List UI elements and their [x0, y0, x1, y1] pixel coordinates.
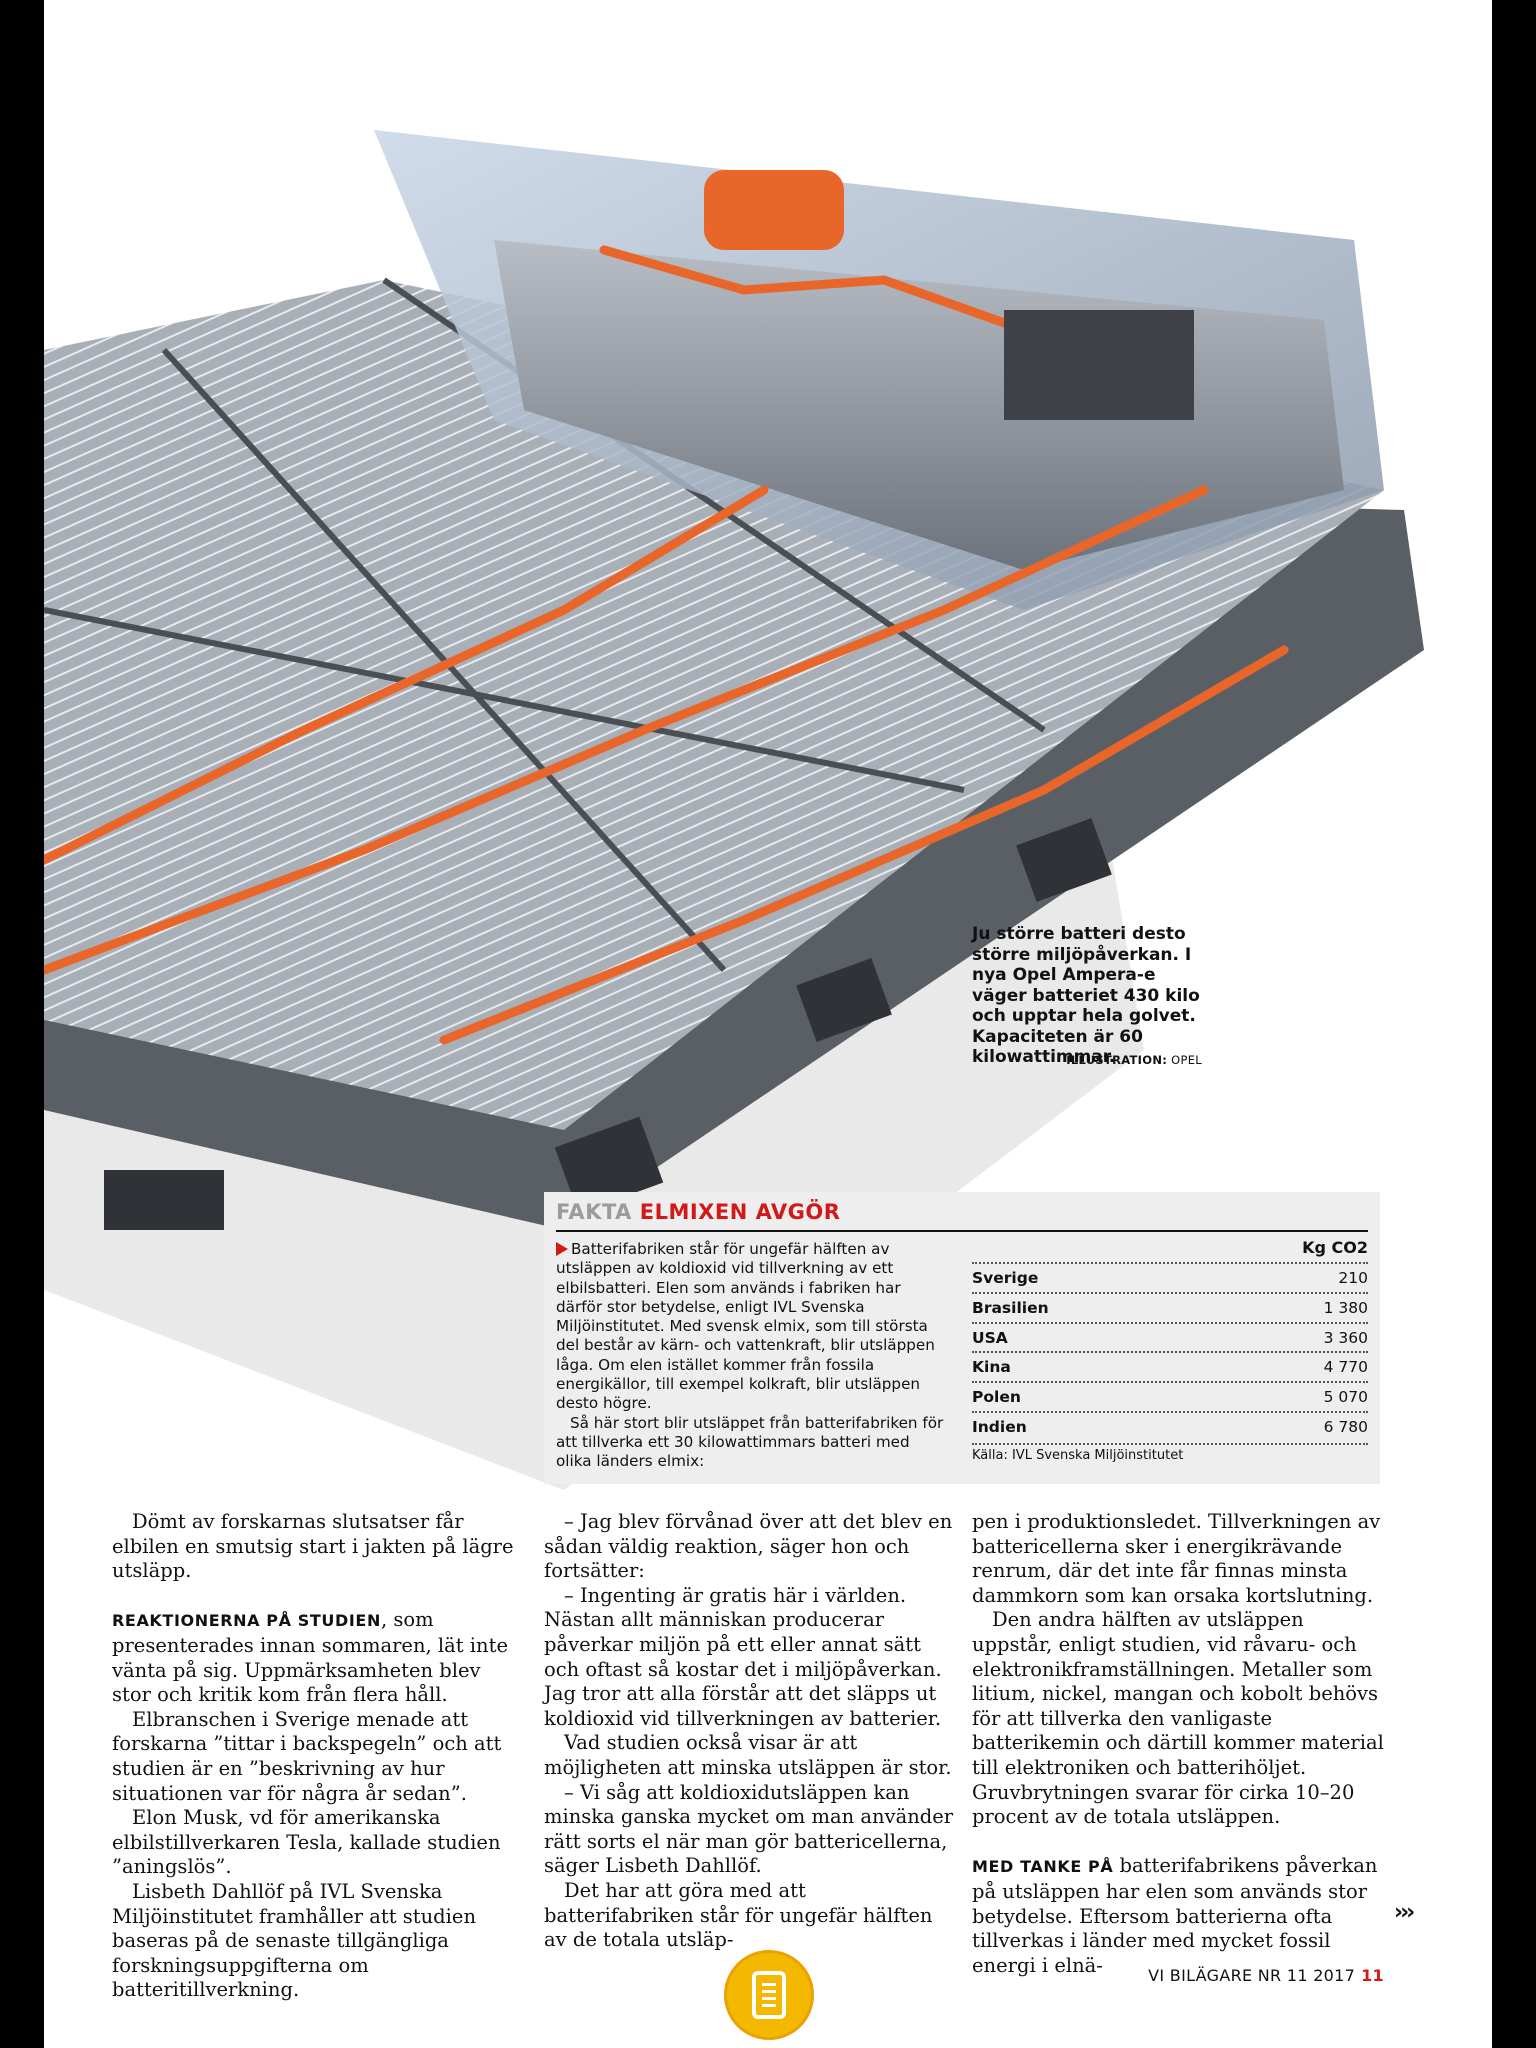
article-column-2: – Jag blev förvånad över att det blev en…	[544, 1510, 956, 1953]
paragraph: Det har att göra med att batterifabriken…	[544, 1878, 933, 1952]
value-cell: 3 360	[1323, 1328, 1368, 1347]
paragraph: MED TANKE PÅ batterifabrikens påverkan p…	[972, 1854, 1384, 1978]
article-column-3: pen i produktionsledet. Tillverkningen a…	[972, 1510, 1384, 1978]
paragraph: Vad studien också visar är att möjlighet…	[544, 1731, 952, 1779]
table-row: Polen 5 070	[972, 1381, 1368, 1411]
country-cell: Polen	[972, 1388, 1021, 1407]
fakta-kicker: FAKTA	[556, 1200, 632, 1224]
run-in-heading: MED TANKE PÅ	[972, 1857, 1114, 1877]
magazine-page: Ju större batteri desto större miljöpåve…	[44, 0, 1492, 2048]
paragraph: – Vi såg att koldioxidutsläppen kan mins…	[544, 1780, 954, 1878]
paragraph: Dömt av forskarnas slutsatser får elbile…	[112, 1510, 514, 1583]
fakta-heading: FAKTA ELMIXEN AVGÖR	[556, 1200, 840, 1224]
fakta-text: Batterifabriken står för ungefär hälften…	[556, 1240, 950, 1472]
table-row: Indien 6 780	[972, 1410, 1368, 1441]
fakta-paragraph-1: Batterifabriken står för ungefär hälften…	[556, 1240, 950, 1414]
magazine-issue: VI BILÄGARE NR 11 2017	[1148, 1966, 1356, 1985]
play-arrow-icon	[556, 1242, 568, 1256]
image-credit: ILLUSTRATION: OPEL	[928, 1053, 1202, 1067]
page-footer: VI BILÄGARE NR 11 2017 11	[1104, 1966, 1384, 1985]
document-icon-line	[762, 1997, 776, 2000]
country-cell: Sverige	[972, 1269, 1039, 1287]
value-cell: 5 070	[1323, 1388, 1368, 1407]
country-cell: Indien	[972, 1417, 1027, 1436]
paragraph: – Ingenting är gratis här i världen. Näs…	[544, 1583, 942, 1730]
emissions-table: Kg CO2 Sverige 210 Brasilien 1 380 USA 3 36…	[972, 1238, 1368, 1463]
paragraph: Elon Musk, vd för amerikanska elbilstill…	[112, 1806, 501, 1879]
table-source: Källa: IVL Svenska Miljöinstitutet	[972, 1442, 1368, 1463]
value-cell: 1 380	[1323, 1298, 1368, 1317]
country-cell: USA	[972, 1328, 1008, 1347]
paragraph: REAKTIONERNA PÅ STUDIEN, som presenterad…	[112, 1608, 524, 1707]
paragraph-text: batterifabrikens påverkan på utsläppen h…	[972, 1854, 1378, 1977]
image-caption: Ju större batteri desto större miljöpåve…	[972, 924, 1200, 1067]
paragraph: Den andra hälften av utsläppen uppstår, …	[972, 1608, 1384, 1829]
paragraph: Elbranschen i Sverige menade att forskar…	[112, 1707, 502, 1805]
paragraph-text: , som presenterades innan sommaren, lät …	[112, 1608, 508, 1707]
table-header: Kg CO2	[1302, 1238, 1368, 1257]
table-row: Kina 4 770	[972, 1351, 1368, 1381]
value-cell: 210	[1338, 1269, 1368, 1287]
country-cell: Kina	[972, 1358, 1011, 1377]
credit-name: OPEL	[1171, 1053, 1202, 1067]
table-row: Brasilien 1 380	[972, 1291, 1368, 1322]
run-in-heading: REAKTIONERNA PÅ STUDIEN	[112, 1611, 381, 1631]
battery-pack-illustration	[44, 130, 1424, 1490]
table-row: USA 3 360	[972, 1321, 1368, 1352]
document-icon-line	[762, 1983, 776, 1986]
table-row: Sverige 210	[972, 1262, 1368, 1292]
fakta-paragraph-1-text: Batterifabriken står för ungefär hälften…	[556, 1240, 935, 1413]
notes-button[interactable]	[724, 1950, 814, 2040]
fakta-title: ELMIXEN AVGÖR	[639, 1200, 841, 1224]
page-number: 11	[1361, 1966, 1384, 1985]
document-icon	[752, 1971, 786, 2019]
fakta-box: FAKTA ELMIXEN AVGÖR Batterifabriken står…	[544, 1192, 1380, 1484]
value-cell: 4 770	[1323, 1358, 1368, 1377]
fakta-divider	[556, 1230, 1368, 1232]
document-icon-line	[762, 1990, 776, 1993]
paragraph: Lisbeth Dahllöf på IVL Svenska Miljöinst…	[112, 1879, 476, 2002]
paragraph: – Jag blev förvånad över att det blev en…	[544, 1510, 953, 1583]
document-icon-line	[762, 2004, 776, 2007]
credit-label: ILLUSTRATION:	[1066, 1053, 1168, 1067]
fakta-paragraph-2: Så här stort blir utsläppet från batteri…	[556, 1413, 944, 1471]
country-cell: Brasilien	[972, 1298, 1049, 1317]
article-column-1: Dömt av forskarnas slutsatser får elbile…	[112, 1510, 524, 2003]
value-cell: 6 780	[1323, 1417, 1368, 1436]
continue-arrows-icon: ›››	[1394, 1900, 1415, 1925]
paragraph: pen i produktionsledet. Tillverkningen a…	[972, 1510, 1381, 1607]
